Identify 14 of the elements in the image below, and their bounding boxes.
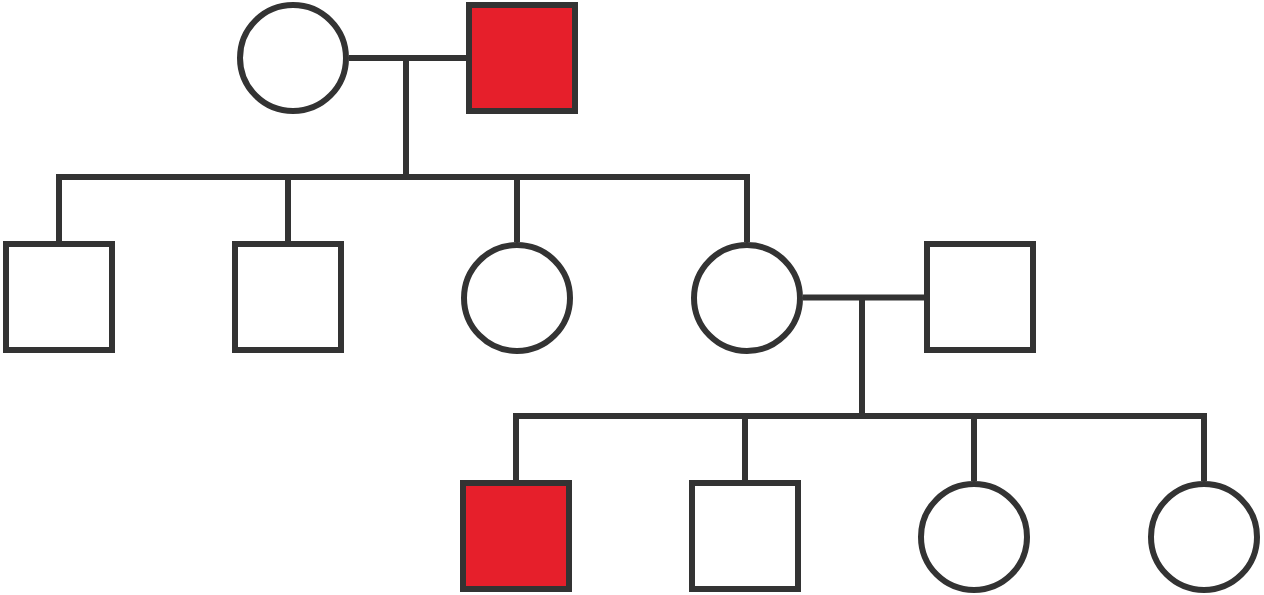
pedigree-line (403, 58, 409, 177)
pedigree-line (285, 174, 406, 241)
pedigree-line (406, 174, 750, 242)
open-square-symbol (3, 241, 115, 353)
pedigree-line (862, 413, 1207, 481)
pedigree-line (803, 294, 924, 301)
filled-square-symbol (460, 480, 572, 592)
open-square-symbol (232, 241, 344, 353)
open-square-symbol (689, 480, 801, 592)
pedigree-line (349, 55, 466, 61)
filled-square-symbol (466, 2, 578, 114)
pedigree-line (859, 297, 865, 416)
open-square-symbol (924, 241, 1036, 353)
pedigree-line (742, 413, 862, 480)
